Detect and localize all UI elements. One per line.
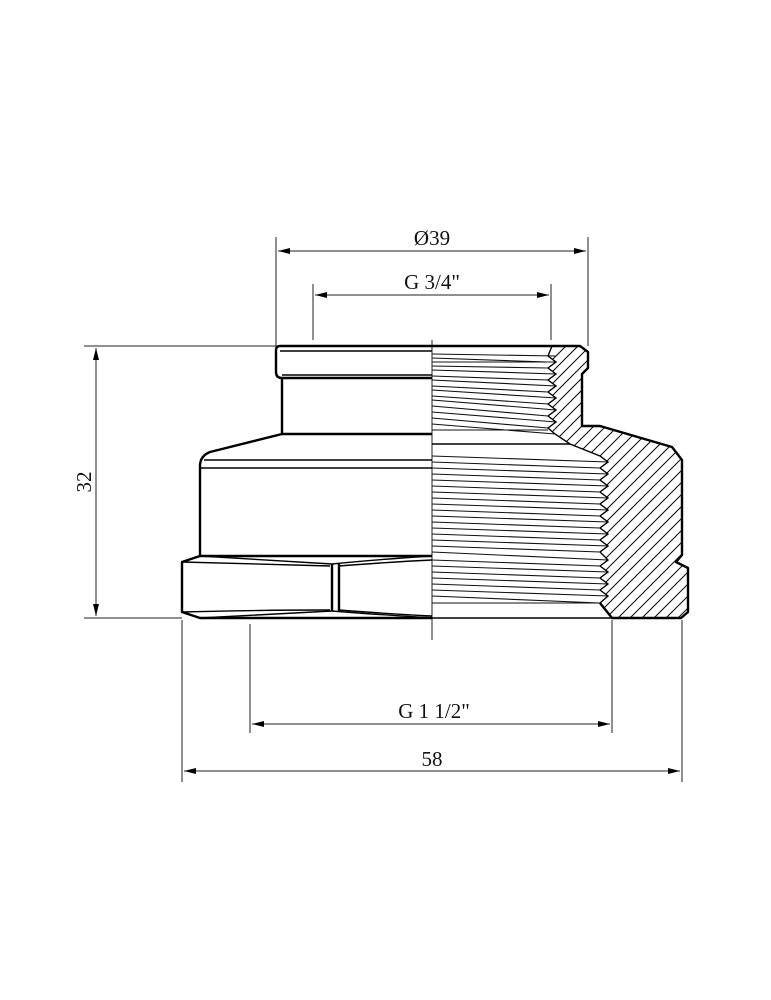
small-thread-lines	[431, 353, 557, 435]
outer-diameter-label: Ø39	[414, 226, 450, 250]
dimension-outer-diameter: Ø39	[275, 226, 589, 346]
dimension-small-thread: G 3/4"	[312, 270, 552, 340]
exterior-view	[180, 344, 433, 620]
small-thread-label: G 3/4"	[404, 270, 460, 294]
height-label: 32	[72, 472, 96, 493]
overall-width-label: 58	[422, 747, 443, 771]
dimension-overall-width: 58	[181, 620, 683, 782]
dimension-height: 32	[72, 345, 276, 619]
section-view	[431, 344, 690, 620]
large-thread-lines	[431, 455, 609, 604]
dimension-large-thread: G 1 1/2"	[249, 620, 613, 733]
large-thread-label: G 1 1/2"	[398, 699, 470, 723]
